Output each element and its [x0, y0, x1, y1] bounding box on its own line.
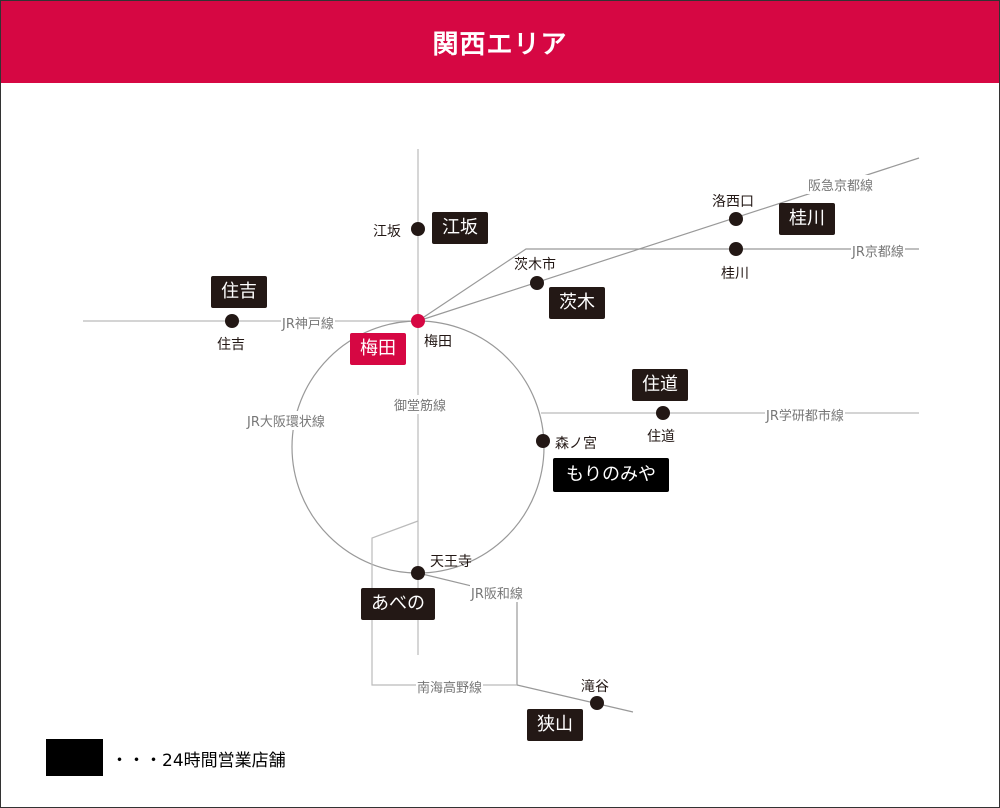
store-morinomiya[interactable]: もりのみや [553, 458, 669, 492]
station-dot-takiya [590, 696, 604, 710]
station-dot-morinomiya [536, 434, 550, 448]
line-label-nankai-koya: 南海高野線 [416, 677, 484, 696]
station-sumiyoshi: 住吉 [217, 337, 245, 353]
store-esaka[interactable]: 江坂 [432, 212, 488, 244]
line-label-hankyu-kyoto: 阪急京都線 [807, 175, 875, 194]
page-title: 関西エリア [1, 1, 999, 83]
station-tennoji: 天王寺 [430, 554, 472, 570]
store-sayama[interactable]: 狭山 [527, 709, 583, 741]
line-label-jr-osaka-loop: JR大阪環状線 [246, 411, 326, 430]
store-sumiyoshi[interactable]: 住吉 [211, 276, 267, 308]
station-dot-sumiyoshi [225, 314, 239, 328]
line-label-jr-kyoto: JR京都線 [851, 241, 905, 260]
store-abeno[interactable]: あべの [361, 588, 435, 620]
line-label-jr-hanwa: JR阪和線 [470, 583, 524, 602]
station-takiya: 滝谷 [581, 679, 609, 695]
station-dot-katsuragawa [729, 242, 743, 256]
store-ibaraki[interactable]: 茨木 [549, 287, 605, 319]
station-katsuragawa: 桂川 [721, 266, 749, 282]
jr-hanwa-line [417, 572, 634, 713]
station-dot-tennoji [411, 566, 425, 580]
station-rakusaiguchi: 洛西口 [712, 194, 754, 210]
station-suminodo: 住道 [647, 429, 675, 445]
line-label-midosuji: 御堂筋線 [393, 395, 448, 414]
station-dot-ibarakishi [530, 276, 544, 290]
station-dot-rakusaiguchi [729, 212, 743, 226]
station-dot-esaka [411, 222, 425, 236]
station-ibarakishi: 茨木市 [514, 257, 556, 273]
jr-kyoto-line [417, 248, 919, 322]
line-label-jr-gakkentoshi: JR学研都市線 [765, 405, 845, 424]
station-morinomiya: 森ノ宮 [555, 436, 597, 452]
station-dot-suminodo [656, 406, 670, 420]
station-umeda: 梅田 [424, 334, 452, 350]
station-dot-umeda [411, 314, 425, 328]
line-label-jr-kobe: JR神戸線 [281, 313, 335, 332]
store-suminodo[interactable]: 住道 [632, 369, 688, 401]
legend-text: ・・・24時間営業店舗 [111, 751, 286, 771]
station-esaka: 江坂 [373, 224, 401, 240]
store-katsuragawa[interactable]: 桂川 [779, 203, 835, 235]
legend-swatch [46, 739, 103, 776]
store-umeda[interactable]: 梅田 [350, 333, 406, 365]
